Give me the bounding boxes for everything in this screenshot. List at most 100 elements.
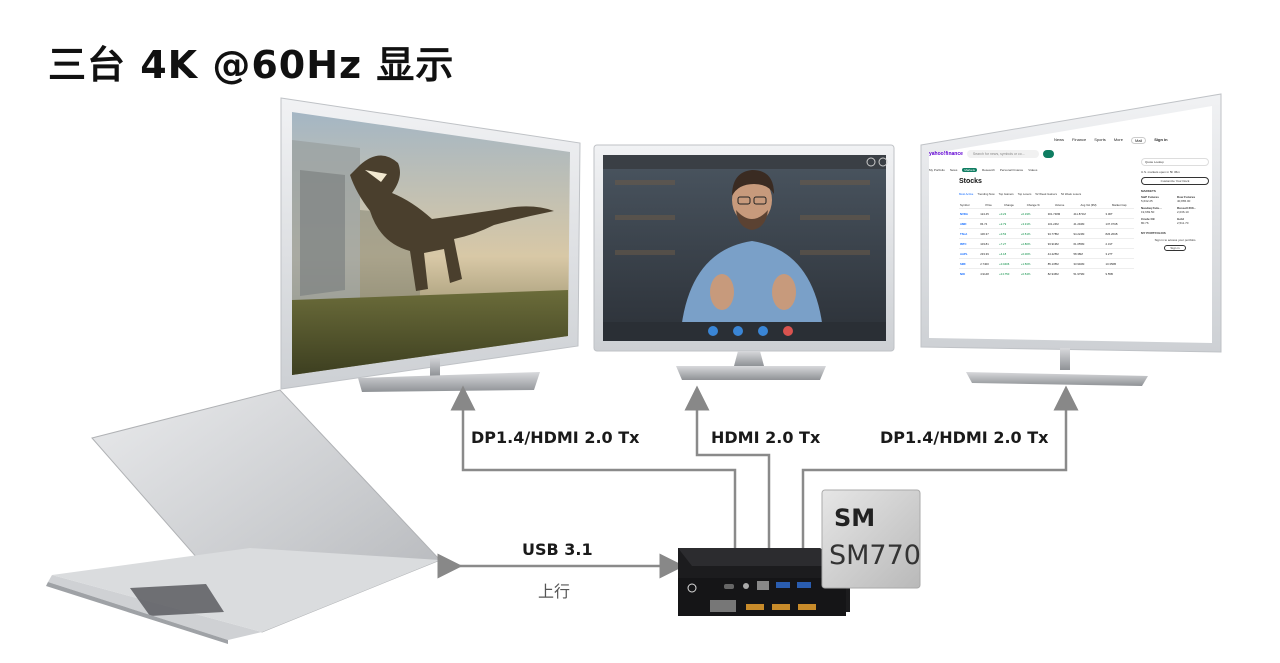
end-call-icon: [783, 326, 793, 336]
table-cell: +1.50%: [1019, 258, 1047, 269]
table-cell: +0.1750: [998, 268, 1020, 278]
table-cell: 124.45: [979, 208, 999, 219]
page-title: 三台 4K @60Hz 显示: [48, 43, 455, 87]
table-cell: 826.261B: [1104, 228, 1134, 239]
search-icon[interactable]: [1042, 150, 1054, 158]
table-cell: 101.24M: [1046, 218, 1073, 229]
usb-c-port: [724, 584, 734, 589]
share-screen-icon: [758, 326, 768, 336]
subtab-trending[interactable]: Trending Now: [977, 192, 995, 196]
hdmi-port-2: [772, 604, 790, 610]
table-cell: SIRI: [959, 258, 980, 269]
stocks-heading: Stocks: [959, 178, 982, 185]
chip-logo: SM: [834, 504, 876, 532]
table-cell: TSLA: [959, 228, 980, 239]
sign-in-link[interactable]: Sign in: [1154, 137, 1168, 142]
table-cell: +0.19%: [1019, 208, 1047, 219]
table-cell: 93.919M: [1046, 238, 1073, 249]
subtab-gainers[interactable]: Top Gainers: [998, 192, 1014, 196]
table-cell: 301.748M: [1046, 208, 1073, 219]
label-left-output: DP1.4/HDMI 2.0 Tx: [471, 428, 640, 447]
nav-finance[interactable]: Finance: [1072, 137, 1087, 142]
market-value: 2,511.70: [1177, 221, 1189, 225]
tab-markets[interactable]: Markets: [962, 168, 978, 172]
label-right-output: DP1.4/HDMI 2.0 Tx: [880, 428, 1049, 447]
tab-research[interactable]: Research: [982, 168, 995, 172]
market-value: 2,036.10: [1177, 210, 1189, 214]
finance-logo: yahoo!finance: [929, 151, 963, 157]
table-cell: 411.871M: [1072, 208, 1105, 219]
table-cell: NVDA: [959, 208, 980, 219]
table-cell: 94.778M: [1046, 228, 1073, 239]
table-cell: 2.7400: [979, 258, 999, 269]
market-item[interactable]: Russell 200...2,036.10: [1177, 206, 1209, 214]
table-cell: 84.74: [979, 218, 999, 229]
market-name: S&P Futures: [1141, 195, 1159, 199]
tab-personal-finance[interactable]: Personal Finance: [999, 168, 1024, 172]
markets-title: MARKETS: [1141, 189, 1156, 193]
market-item[interactable]: Nasdaq Futu...19,669.50: [1141, 206, 1173, 214]
market-value: 5,632.25: [1141, 199, 1153, 203]
nav-sports[interactable]: Sports: [1094, 137, 1106, 142]
table-cell: AAPL: [959, 248, 980, 259]
video-call-person: [680, 170, 824, 341]
portfolio-sign-in-button[interactable]: Sign in: [1164, 245, 1186, 251]
usb-a-port-2: [797, 582, 811, 588]
col-volume: Volume: [1054, 203, 1065, 207]
table-cell: +0.00%: [1019, 248, 1047, 259]
finance-search-input[interactable]: Search for news, symbols or co...: [966, 150, 1039, 158]
table-cell: 41.294M: [1072, 218, 1105, 229]
table-cell: 137.071B: [1104, 218, 1134, 229]
monitor-left: [280, 97, 581, 390]
monitor-right-stand: [966, 348, 1148, 386]
nav-news[interactable]: News: [1054, 137, 1065, 142]
table-cell: +0.0406: [998, 258, 1020, 269]
tab-news[interactable]: News: [949, 168, 958, 172]
chip-name: SM770: [829, 540, 921, 571]
table-cell: 82.946M: [1046, 268, 1073, 278]
market-name: Dow Futures: [1177, 195, 1196, 199]
nav-more[interactable]: More: [1113, 137, 1123, 142]
tab-my-portfolio[interactable]: My Portfolio: [929, 168, 945, 172]
subtab-52w-gainers[interactable]: 52 Week Gainers: [1035, 192, 1057, 196]
market-value: 19,669.50: [1141, 210, 1155, 214]
quote-lookup-input[interactable]: Quote Lookup: [1141, 158, 1209, 166]
table-cell: 10.356B: [1104, 258, 1134, 269]
table-cell: 3.06T: [1104, 208, 1134, 219]
col-change-pct: Change %: [1026, 203, 1040, 207]
mail-button[interactable]: Mail: [1130, 137, 1147, 144]
table-cell: 85.135M: [1046, 258, 1073, 269]
audio-jack: [743, 583, 749, 589]
laptop-keyboard: [130, 584, 224, 616]
power-icon: [687, 583, 697, 593]
customize-dock-button[interactable]: Customize Your Dock: [1141, 177, 1209, 185]
table-cell: 44.225M: [1046, 248, 1073, 259]
stocks-table: Symbol Price Change Change % Volume Avg …: [959, 202, 1134, 278]
table-cell: +2.80%: [1019, 238, 1047, 249]
monitor-center: [593, 144, 895, 352]
tab-videos[interactable]: Videos: [1028, 168, 1038, 172]
table-cell: 94.224M: [1072, 228, 1105, 239]
table-cell: 33.992M: [1072, 258, 1105, 269]
subtab-most-active[interactable]: Most Active: [959, 192, 974, 196]
table-cell: AMD: [959, 218, 980, 229]
ethernet-port: [757, 581, 769, 590]
subtab-52w-losers[interactable]: 52 Week Losers: [1060, 192, 1082, 196]
table-cell: +4.18: [998, 248, 1020, 259]
table-cell: +0.53: [998, 228, 1020, 239]
table-cell: +3.31%: [1019, 218, 1047, 229]
dinosaur-image: [350, 155, 554, 291]
table-cell: 51.979M: [1072, 268, 1105, 278]
subtab-losers[interactable]: Top Losers: [1017, 192, 1032, 196]
